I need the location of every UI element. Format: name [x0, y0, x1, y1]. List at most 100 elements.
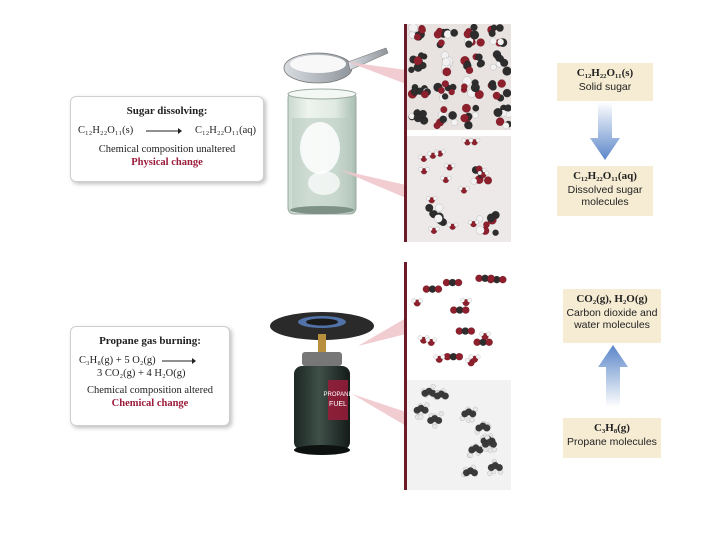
dissolved-sugar-label: C₁₂H₂₂O₁₁(aq) Dissolved sugar molecules — [557, 166, 653, 216]
atom — [429, 152, 437, 159]
atom — [490, 63, 497, 71]
up-arrow-icon — [598, 345, 628, 407]
atom — [428, 226, 433, 232]
atom — [465, 186, 470, 191]
atom — [469, 410, 477, 418]
dissolved-sugar-molecules — [418, 138, 500, 236]
atom — [418, 166, 423, 172]
atom — [466, 122, 473, 130]
atom — [479, 331, 484, 337]
reaction-arrow-icon — [146, 128, 183, 134]
propane-molecules-panel — [407, 380, 511, 490]
atom — [418, 414, 424, 420]
atom — [420, 90, 429, 99]
combustion-products-panel — [407, 262, 511, 374]
atom — [437, 86, 445, 94]
atom — [450, 118, 458, 126]
atom — [442, 176, 450, 184]
atom — [428, 197, 435, 204]
atom — [497, 79, 506, 88]
atom — [483, 424, 491, 432]
atom — [425, 154, 430, 160]
chemical-change-label: Chemical change — [111, 398, 189, 409]
propane-label: C₃H₈(g) Propane molecules — [563, 418, 661, 458]
atom — [448, 111, 458, 120]
propane-equation-line2: 3 CO₂(g) + 4 H₂O(g) — [97, 368, 186, 379]
atom — [467, 297, 472, 303]
sugar-reactant: C₁₂H₂₂O₁₁(s) — [78, 125, 134, 136]
atom — [417, 335, 423, 341]
solid-sugar-molecules-panel — [407, 24, 511, 130]
atom — [453, 222, 459, 227]
propane-equation-line1: C₃H₈(g) + 5 O₂(g) — [71, 354, 229, 367]
atom — [476, 446, 484, 454]
atom — [502, 88, 511, 98]
atom — [497, 38, 505, 46]
atom — [475, 354, 481, 360]
atom — [475, 225, 485, 235]
atom — [427, 151, 432, 156]
atom — [434, 214, 443, 223]
atom — [477, 170, 482, 176]
canister-label-line1: PROPANE — [324, 392, 353, 398]
atom — [488, 29, 496, 38]
atom — [446, 222, 452, 227]
atom — [420, 155, 428, 163]
atom — [495, 463, 503, 472]
atom — [460, 187, 468, 194]
co2-h2o-molecules — [411, 274, 507, 367]
sugar-note: Chemical composition unaltered — [98, 144, 236, 155]
atom — [437, 39, 445, 47]
atom — [475, 53, 483, 62]
atom — [470, 469, 479, 477]
atom — [435, 416, 443, 425]
sugar-equation: C₁₂H₂₂O₁₁(s) C₁₂H₂₂O₁₁(aq) — [71, 124, 263, 137]
atom — [489, 83, 497, 91]
atom — [474, 219, 480, 225]
atom — [455, 352, 464, 361]
canister-label-line2: FUEL — [329, 401, 347, 408]
atom — [408, 24, 418, 33]
atom — [469, 30, 480, 40]
atom — [483, 176, 493, 185]
atom — [413, 56, 423, 66]
atom — [434, 151, 439, 156]
atom — [430, 227, 438, 235]
atom — [450, 163, 456, 168]
atom — [446, 164, 453, 171]
atom — [467, 327, 476, 335]
atom — [408, 66, 415, 74]
atom — [440, 354, 446, 360]
solid-sugar-molecules — [407, 24, 511, 130]
atom — [418, 298, 424, 303]
atom — [468, 354, 474, 360]
atom — [471, 139, 478, 146]
propane-note: Chemical composition altered — [87, 385, 213, 396]
atom — [441, 80, 449, 88]
atom — [433, 30, 443, 39]
atom — [421, 406, 429, 414]
atom — [467, 219, 473, 225]
atom — [424, 402, 430, 408]
atom — [460, 297, 465, 303]
propane-card-title: Propane gas burning: — [99, 335, 201, 347]
atom — [411, 298, 417, 303]
atom — [475, 138, 481, 143]
atom — [493, 107, 503, 118]
atom — [440, 106, 448, 114]
atom — [448, 88, 455, 96]
atom — [413, 33, 422, 41]
atom — [434, 285, 443, 293]
sugar-product: C₁₂H₂₂O₁₁(aq) — [194, 125, 256, 136]
atom — [438, 411, 444, 417]
atom — [425, 203, 434, 212]
atom — [484, 170, 489, 176]
atom — [435, 203, 444, 212]
atom — [470, 177, 478, 185]
atom — [443, 163, 449, 168]
atom — [441, 392, 449, 400]
atom — [470, 220, 477, 228]
physical-change-label: Physical change — [131, 157, 203, 168]
atom — [435, 226, 440, 232]
